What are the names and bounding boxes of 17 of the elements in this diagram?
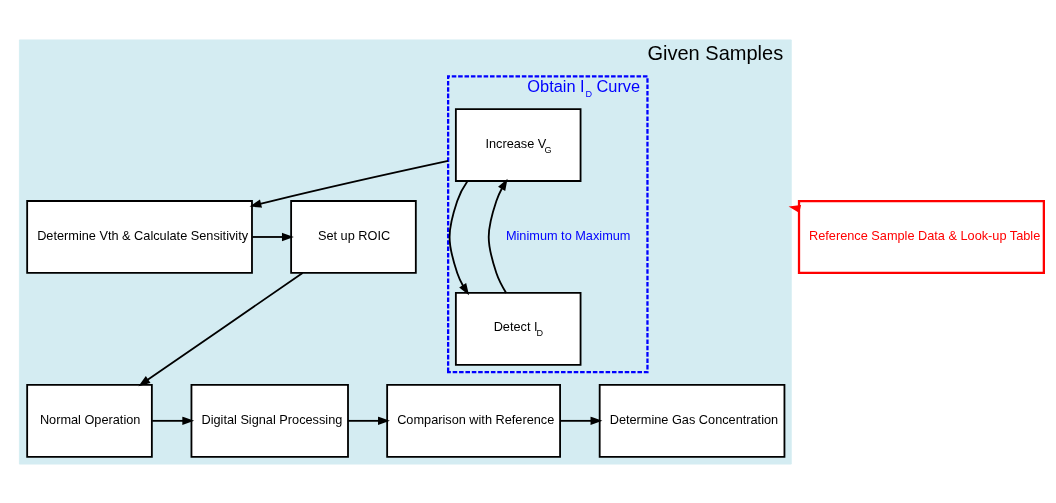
node-box: Comparison with Reference xyxy=(386,383,561,458)
node-box: Normal Operation xyxy=(26,383,153,458)
node-box: Digital Signal Processing xyxy=(190,383,349,458)
arrow xyxy=(487,178,508,294)
node-box: Detect I$_{D}$ xyxy=(454,291,582,366)
arrow xyxy=(151,416,195,425)
arrow xyxy=(448,179,470,295)
node-box: Determine Vth & Calculate Sensitivity xyxy=(26,199,253,274)
arrow xyxy=(559,416,603,425)
arrow xyxy=(347,416,390,425)
node-box: Set up ROIC xyxy=(290,199,417,274)
arrow xyxy=(251,232,294,241)
arrow xyxy=(249,159,450,208)
node-box: Determine Gas Concentration xyxy=(598,383,786,458)
node-box: Increase V$_{G}$ xyxy=(454,107,582,182)
label: Minimum to Maximum xyxy=(505,227,631,243)
arrow xyxy=(138,271,304,386)
